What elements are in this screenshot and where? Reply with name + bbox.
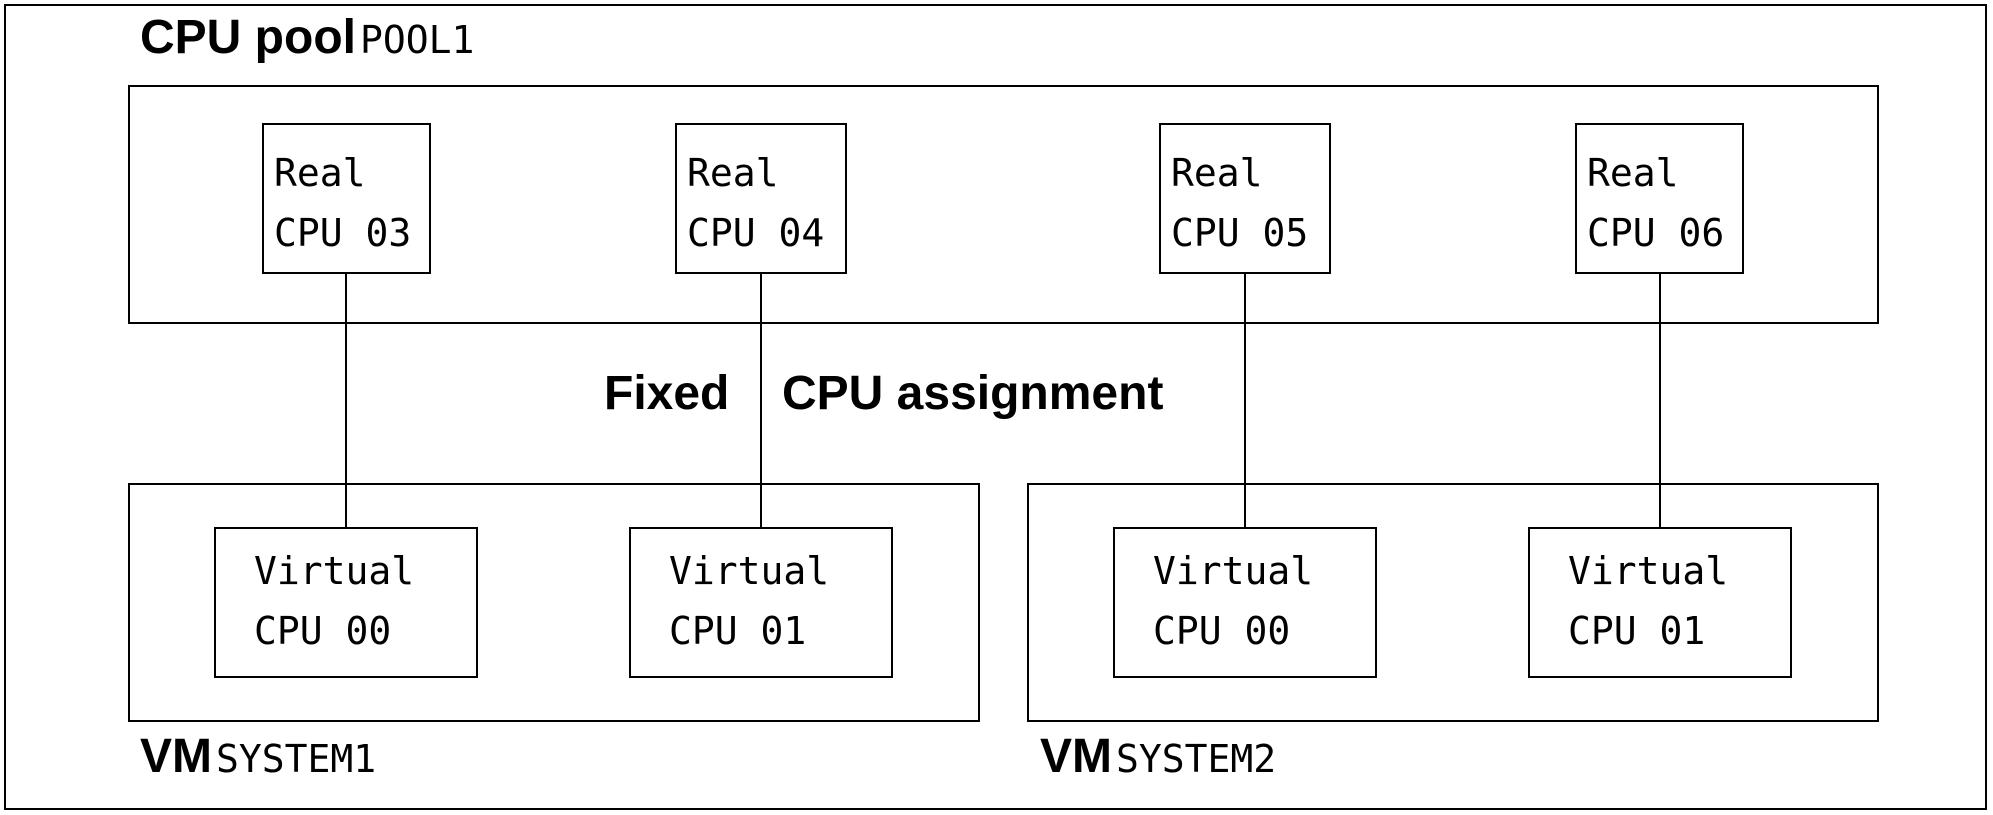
virtual-cpu-line1: Virtual bbox=[1568, 549, 1729, 593]
vm-name: SYSTEM2 bbox=[1116, 737, 1277, 781]
assignment-label-fixed: Fixed bbox=[604, 367, 730, 420]
virtual-cpu-line1: Virtual bbox=[254, 549, 415, 593]
vm-system1-box bbox=[128, 483, 980, 722]
real-cpu-line2: CPU 06 bbox=[1587, 211, 1725, 255]
vm-label: VM bbox=[140, 730, 212, 783]
virtual-cpu-line2: CPU 00 bbox=[1153, 609, 1291, 653]
pool-title: CPU pool POOL1 bbox=[140, 10, 474, 65]
connector-cpu04-vcpu01 bbox=[760, 272, 762, 528]
vm2-virtual-cpu-01: Virtual CPU 01 bbox=[1528, 527, 1792, 678]
virtual-cpu-line1: Virtual bbox=[1153, 549, 1314, 593]
pool-label: CPU pool bbox=[140, 11, 356, 64]
vm-name: SYSTEM1 bbox=[216, 737, 377, 781]
pool-name: POOL1 bbox=[359, 18, 475, 62]
real-cpu-06: Real CPU 06 bbox=[1575, 123, 1744, 274]
vm-system2-title: VM SYSTEM2 bbox=[1040, 729, 1276, 784]
virtual-cpu-line2: CPU 00 bbox=[254, 609, 392, 653]
real-cpu-04: Real CPU 04 bbox=[675, 123, 847, 274]
vm-system1-title: VM SYSTEM1 bbox=[140, 729, 376, 784]
real-cpu-line2: CPU 03 bbox=[274, 211, 412, 255]
vm-label: VM bbox=[1040, 730, 1112, 783]
real-cpu-03: Real CPU 03 bbox=[262, 123, 431, 274]
connector-cpu06-vcpu01 bbox=[1659, 272, 1661, 528]
vm2-virtual-cpu-00: Virtual CPU 00 bbox=[1113, 527, 1377, 678]
vm1-virtual-cpu-01: Virtual CPU 01 bbox=[629, 527, 893, 678]
diagram-frame bbox=[4, 4, 1987, 810]
real-cpu-line1: Real bbox=[687, 151, 779, 195]
real-cpu-line1: Real bbox=[1171, 151, 1263, 195]
real-cpu-line1: Real bbox=[274, 151, 366, 195]
real-cpu-line1: Real bbox=[1587, 151, 1679, 195]
vm1-virtual-cpu-00: Virtual CPU 00 bbox=[214, 527, 478, 678]
vm-system2-box bbox=[1027, 483, 1879, 722]
connector-cpu05-vcpu00 bbox=[1244, 272, 1246, 528]
real-cpu-line2: CPU 04 bbox=[687, 211, 825, 255]
assignment-label-cpu-assignment: CPU assignment bbox=[782, 367, 1164, 420]
cpu-pool-box bbox=[128, 85, 1879, 324]
virtual-cpu-line2: CPU 01 bbox=[1568, 609, 1706, 653]
virtual-cpu-line2: CPU 01 bbox=[669, 609, 807, 653]
real-cpu-line2: CPU 05 bbox=[1171, 211, 1309, 255]
virtual-cpu-line1: Virtual bbox=[669, 549, 830, 593]
connector-cpu03-vcpu00 bbox=[345, 272, 347, 528]
real-cpu-05: Real CPU 05 bbox=[1159, 123, 1331, 274]
